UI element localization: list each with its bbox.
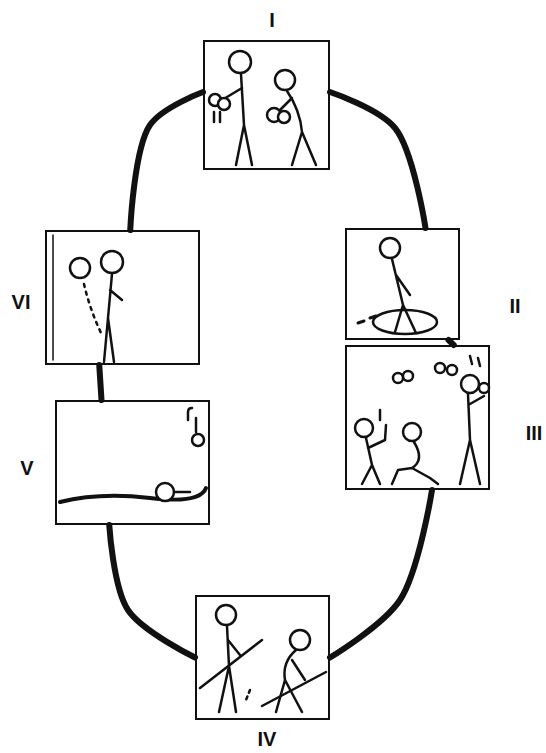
illustration-stroke	[262, 672, 326, 706]
illustration-stroke	[373, 310, 437, 334]
panel-numeral: I	[250, 8, 294, 32]
illustration-stroke	[278, 111, 290, 123]
illustration-stroke	[188, 408, 192, 420]
illustration-stroke	[218, 98, 230, 110]
illustration-stroke	[236, 74, 252, 165]
illustration-stroke	[358, 316, 376, 323]
illustration-stroke	[403, 371, 413, 381]
illustration-panel: II	[345, 228, 460, 340]
illustration-stroke	[392, 442, 438, 484]
illustration-panel: VI	[45, 230, 200, 365]
illustration-stroke	[216, 605, 236, 625]
illustration-stroke	[276, 650, 305, 712]
illustration-stroke	[70, 258, 90, 278]
illustration-stroke	[290, 630, 310, 650]
cycle-connector	[330, 92, 426, 228]
illustration-panel: IV	[195, 595, 330, 720]
panel-numeral: VI	[0, 290, 43, 314]
illustration-stroke	[246, 690, 250, 700]
illustration-stroke	[403, 423, 421, 441]
illustration-stroke	[447, 365, 457, 375]
cycle-connector	[330, 490, 432, 658]
illustration-stroke	[380, 238, 400, 258]
illustration-stroke	[192, 434, 204, 446]
illustration-stroke	[275, 70, 295, 90]
illustration-stroke	[229, 51, 251, 73]
illustration-stroke	[392, 259, 416, 333]
illustration-stroke	[195, 418, 198, 432]
illustration-stroke	[174, 491, 190, 494]
illustration-stroke	[104, 274, 122, 362]
illustration-stroke	[60, 488, 206, 502]
cycle-connector	[109, 525, 195, 658]
illustration-panel: V	[55, 400, 210, 525]
illustration-stroke	[287, 91, 316, 165]
illustration-stroke	[362, 425, 386, 484]
panel-numeral: IV	[245, 727, 289, 751]
illustration-stroke	[355, 419, 373, 437]
illustration-stroke	[53, 51, 489, 712]
illustration-panel: III	[345, 345, 490, 490]
illustration-stroke	[479, 383, 489, 393]
illustration-stroke	[214, 112, 220, 122]
illustration-stroke	[435, 363, 445, 373]
illustration-stroke	[460, 394, 484, 484]
illustration-stroke	[84, 284, 102, 335]
illustration-stroke	[380, 356, 480, 420]
panel-numeral: II	[493, 294, 537, 318]
illustration-stroke	[101, 251, 123, 273]
cycle-connector	[130, 92, 203, 230]
panel-numeral: III	[512, 421, 546, 445]
illustration-stroke	[156, 483, 174, 501]
cycle-connector	[99, 365, 101, 400]
panel-numeral: V	[5, 456, 49, 480]
illustration-stroke	[393, 373, 403, 383]
illustration-stroke	[200, 640, 262, 688]
illustration-stroke	[219, 626, 240, 712]
illustration-stroke	[52, 235, 54, 360]
illustration-panel: I	[203, 40, 330, 170]
illustration-stroke	[461, 375, 479, 393]
